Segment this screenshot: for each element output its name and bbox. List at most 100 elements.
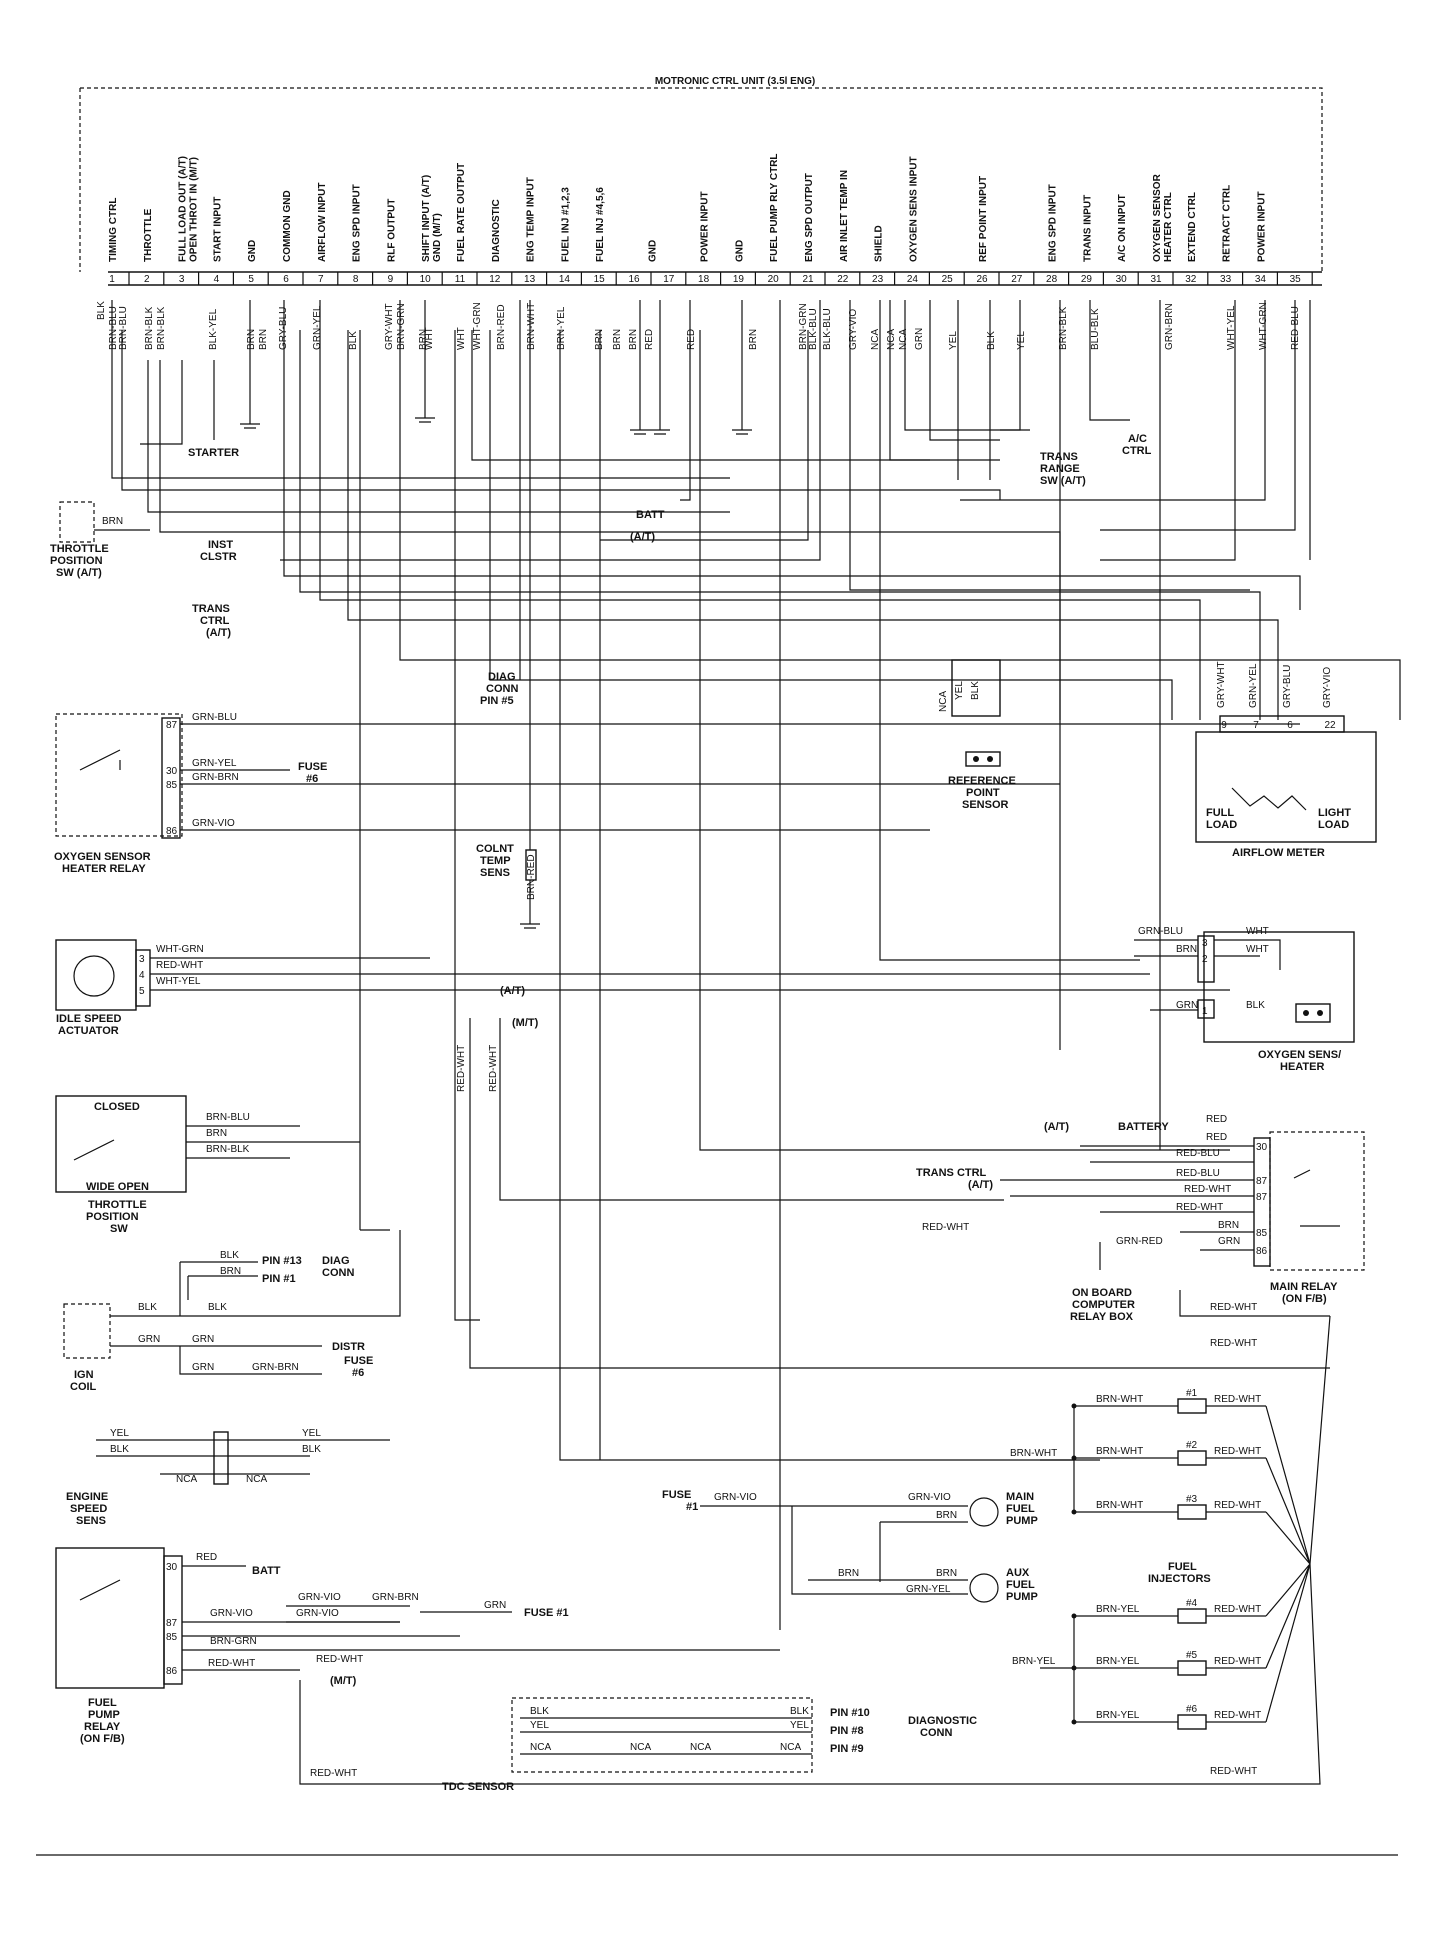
svg-text:COLNT: COLNT <box>476 843 514 855</box>
ecu-wire-color: YEL <box>1016 331 1027 350</box>
svg-text:GRN-VIO: GRN-VIO <box>714 1492 757 1503</box>
svg-text:(A/T): (A/T) <box>206 627 231 639</box>
main-relay-pin: 30 <box>1256 1142 1268 1153</box>
svg-text:RED-WHT: RED-WHT <box>1210 1338 1257 1349</box>
svg-text:GRY-BLU: GRY-BLU <box>1282 665 1293 708</box>
ecu-pin: 9 <box>388 274 394 285</box>
svg-text:GRN: GRN <box>1176 1000 1198 1011</box>
at-label-2: (A/T) <box>500 985 525 997</box>
batt-label: BATT <box>636 509 665 521</box>
svg-text:GRN-BRN: GRN-BRN <box>252 1362 299 1373</box>
ecu-pin: 3 <box>179 274 185 285</box>
svg-text:BLK: BLK <box>970 681 981 700</box>
svg-text:#1: #1 <box>686 1501 698 1513</box>
o2-sensor-pin: 3 <box>1202 938 1208 949</box>
throttle-position-switch-at: BRN THROTTLE POSITION SW (A/T) <box>50 501 150 579</box>
ecu-pin: 35 <box>1290 274 1302 285</box>
oxygen-sensor-heater: 321 GRN-BLU BRN GRN WHT WHT BLK OXYGEN S… <box>1134 926 1355 1073</box>
svg-text:BLK: BLK <box>790 1706 809 1717</box>
ecu-wire-color: BLK <box>986 331 997 350</box>
svg-text:FUSE: FUSE <box>662 1489 691 1501</box>
ecu-wire-color: BRN <box>258 329 269 350</box>
ecu-pin: 5 <box>248 274 254 285</box>
injector-ret-wire: RED-WHT <box>1214 1394 1261 1405</box>
ecu-pin: 8 <box>353 274 359 285</box>
svg-text:BATT: BATT <box>252 1565 281 1577</box>
svg-text:INST: INST <box>208 539 233 551</box>
ecu-pin: 7 <box>318 274 324 285</box>
svg-text:CONN: CONN <box>920 1727 952 1739</box>
svg-text:GRN-VIO: GRN-VIO <box>908 1492 951 1503</box>
svg-text:NCA: NCA <box>246 1474 267 1485</box>
on-board-computer-relay-box: ON BOARD COMPUTER RELAY BOX RED-WHT RED-… <box>1070 1242 1330 1349</box>
svg-text:CLSTR: CLSTR <box>200 551 237 563</box>
svg-text:BRN: BRN <box>936 1510 957 1521</box>
ecu-wire-color: BRN-BLU <box>108 306 119 350</box>
o2-sensor-pin: 1 <box>1202 1006 1208 1017</box>
o2-sensor-pin: 2 <box>1202 954 1208 965</box>
svg-text:RED-WHT: RED-WHT <box>310 1768 357 1779</box>
svg-text:TRANS: TRANS <box>192 603 230 615</box>
svg-text:LIGHT: LIGHT <box>1318 807 1351 819</box>
ecu-function-label: AIRFLOW INPUT <box>317 183 328 262</box>
ecu-function-label: GND <box>647 240 658 262</box>
ecu-wire-color: BRN-YEL <box>556 306 567 350</box>
svg-text:RED-BLU: RED-BLU <box>1176 1148 1220 1159</box>
injector <box>1177 1398 1207 1414</box>
o2-relay-wire: GRN-BLU <box>192 712 237 723</box>
ecu-function-label: ENG SPD INPUT <box>352 184 363 262</box>
starter-label: STARTER <box>188 447 239 459</box>
ecu-pin: 18 <box>698 274 710 285</box>
injector-feed-wire: BRN-WHT <box>1096 1500 1143 1511</box>
ecu-pin: 20 <box>768 274 780 285</box>
svg-text:PIN #13: PIN #13 <box>262 1255 302 1267</box>
svg-text:GRN-BLU: GRN-BLU <box>1138 926 1183 937</box>
diag-conn-ign: BLK BRN BLK BLK PIN #13 PIN #1 DIAG CONN… <box>63 1230 401 1393</box>
svg-text:BLK: BLK <box>302 1444 321 1455</box>
ecu-function-label: GND (M/T) <box>432 213 443 262</box>
ecu-wire-color: BRN-GRN <box>396 303 407 350</box>
svg-text:BLK: BLK <box>138 1302 157 1313</box>
ecu-pin: 25 <box>942 274 954 285</box>
ecu-wire-color: BRN <box>628 329 639 350</box>
ecu-function-label: SHIELD <box>874 225 885 262</box>
ecu-wire-color: GRN-YEL <box>312 305 323 350</box>
svg-text:GRN-YEL: GRN-YEL <box>906 1584 951 1595</box>
svg-text:WHT: WHT <box>1246 926 1269 937</box>
svg-text:FUSE: FUSE <box>298 761 327 773</box>
svg-text:PIN #8: PIN #8 <box>830 1725 864 1737</box>
svg-text:FUSE: FUSE <box>344 1355 373 1367</box>
main-relay-pin: 87 <box>1256 1192 1268 1203</box>
svg-text:SENS: SENS <box>76 1515 106 1527</box>
injector-number: #2 <box>1186 1440 1198 1451</box>
svg-text:BRN: BRN <box>206 1128 227 1139</box>
svg-text:TRANS: TRANS <box>1040 451 1078 463</box>
svg-text:RED: RED <box>1206 1132 1227 1143</box>
ecu-function-label: DIAGNOSTIC <box>491 199 502 262</box>
ecu-function-label: THROTTLE <box>143 208 154 262</box>
svg-text:BRN: BRN <box>936 1568 957 1579</box>
isa-pin: 5 <box>139 986 145 997</box>
ecu-wire-color: BRN <box>612 329 623 350</box>
o2-relay-wire: GRN-YEL <box>192 758 237 769</box>
svg-text:ENGINE: ENGINE <box>66 1491 108 1503</box>
injector-feed-wire: BRN-WHT <box>1096 1394 1143 1405</box>
svg-text:FUEL: FUEL <box>88 1697 117 1709</box>
svg-text:NCA: NCA <box>780 1742 801 1753</box>
svg-text:THROTTLE: THROTTLE <box>88 1199 147 1211</box>
svg-text:TRANS CTRL: TRANS CTRL <box>916 1167 987 1179</box>
svg-text:BRN: BRN <box>220 1266 241 1277</box>
ecu-pin: 12 <box>489 274 501 285</box>
ecu-wire-color: WHT <box>456 327 467 350</box>
trans-ctrl-label: TRANS CTRL (A/T) <box>192 603 231 639</box>
ecu-wire-runs <box>111 300 1401 1630</box>
airflow-meter-label: AIRFLOW METER <box>1232 847 1325 859</box>
svg-text:THROTTLE: THROTTLE <box>50 543 109 555</box>
svg-text:IGN: IGN <box>74 1369 94 1381</box>
ecu-function-label: RLF OUTPUT <box>386 199 397 262</box>
svg-text:LOAD: LOAD <box>1318 819 1349 831</box>
ecu-function-label: POWER INPUT <box>700 191 711 262</box>
svg-text:ON BOARD: ON BOARD <box>1072 1287 1132 1299</box>
